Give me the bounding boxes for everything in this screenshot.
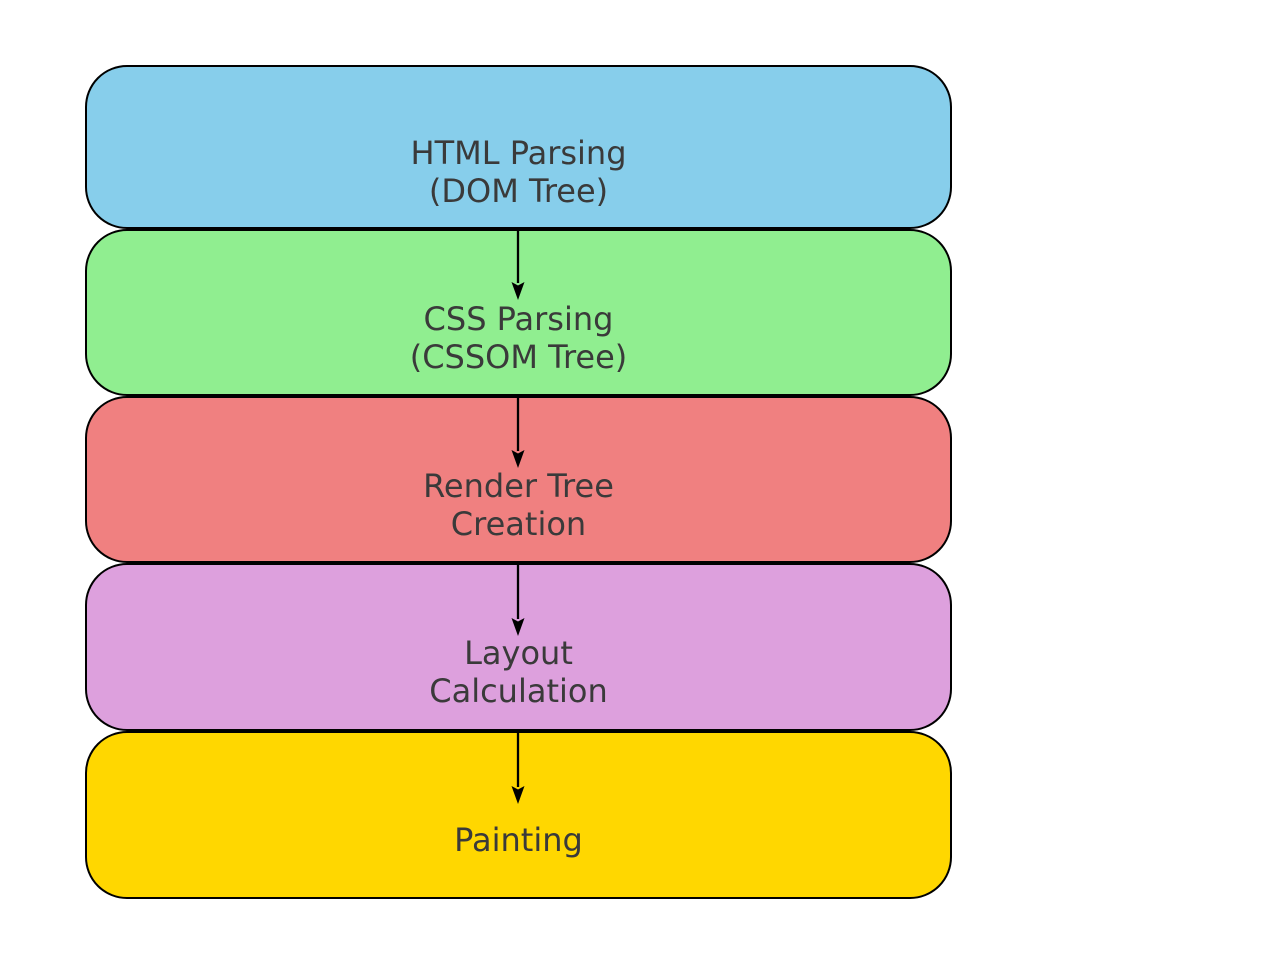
node-label-line: HTML Parsing xyxy=(410,134,627,172)
node-label-line: Render Tree xyxy=(423,466,614,505)
node-label: CSS Parsing (CSSOM Tree) xyxy=(410,300,628,376)
node-painting: Painting xyxy=(85,731,952,899)
node-label-line: (DOM Tree) xyxy=(428,172,609,210)
node-label-line: Painting xyxy=(454,821,583,859)
node-html-parsing: HTML Parsing (DOM Tree) xyxy=(85,65,952,229)
node-label-line: Layout xyxy=(464,634,573,672)
arrow-down-icon-render-to-layout xyxy=(511,564,525,636)
node-label-line: (CSSOM Tree) xyxy=(409,337,628,376)
arrow-down-icon-css-to-render xyxy=(511,396,525,468)
arrow-down-icon-layout-to-painting xyxy=(511,732,525,804)
node-label: Render Tree Creation xyxy=(423,467,614,543)
node-label-line: Calculation xyxy=(429,672,608,710)
arrow-head xyxy=(511,786,525,804)
arrow-down-icon-html-to-css xyxy=(511,228,525,300)
arrow-head xyxy=(511,450,525,468)
node-label-line: Creation xyxy=(450,504,587,543)
arrow-head xyxy=(511,618,525,636)
node-label: HTML Parsing (DOM Tree) xyxy=(411,134,627,210)
node-label: Painting xyxy=(454,821,583,859)
node-label-line: CSS Parsing xyxy=(423,299,614,338)
node-label: Layout Calculation xyxy=(429,634,608,710)
arrow-head xyxy=(511,282,525,300)
